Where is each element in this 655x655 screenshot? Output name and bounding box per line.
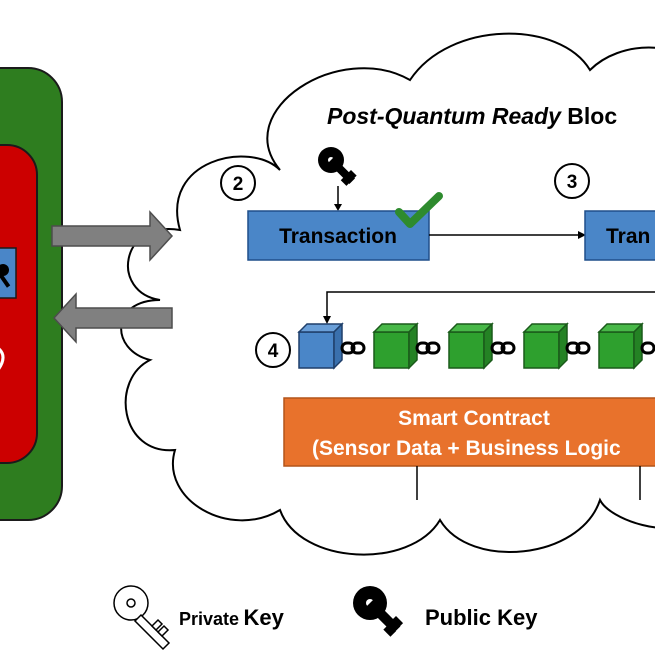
step-2-number: 2	[233, 174, 244, 195]
transaction-2-box	[584, 210, 655, 261]
chain-link-3	[490, 341, 516, 355]
step-2-circle	[220, 165, 256, 201]
block-green-2	[447, 322, 494, 370]
block-green-1	[372, 322, 419, 370]
block-blue	[297, 322, 344, 370]
step-4-number: 4	[268, 341, 279, 362]
transaction-label: Transaction	[279, 225, 397, 248]
chain-link-2	[415, 341, 441, 355]
legend-private-key: Private Key	[179, 605, 285, 630]
device-inner-panel	[0, 144, 38, 464]
chain-link-1	[340, 341, 366, 355]
private-key-icon	[113, 585, 171, 651]
transaction-box	[247, 210, 430, 261]
smart-contract-title: Smart Contract	[398, 407, 550, 430]
chain-link-4	[565, 341, 591, 355]
device-key-icon	[0, 264, 11, 288]
block-green-4	[597, 322, 644, 370]
public-key-icon-transaction	[318, 147, 357, 186]
step-3-circle	[554, 163, 590, 199]
smart-contract-box	[283, 397, 655, 467]
smart-contract-subtitle: (Sensor Data + Business Logic	[312, 437, 621, 460]
transaction-2-label: Tran	[606, 225, 650, 248]
public-key-icon	[353, 586, 404, 637]
diagram-title: Post-Quantum Ready Bloc	[327, 103, 617, 129]
chain-link-5	[640, 341, 655, 355]
arrow-left-from-cloud	[52, 292, 173, 344]
legend-public-key: Public Key	[425, 605, 538, 630]
device-pointer-mark	[0, 347, 5, 370]
step-3-number: 3	[567, 172, 578, 193]
block-green-3	[522, 322, 569, 370]
arrow-right-to-cloud	[51, 210, 174, 262]
step-4-circle	[255, 332, 291, 368]
check-icon	[395, 192, 443, 228]
